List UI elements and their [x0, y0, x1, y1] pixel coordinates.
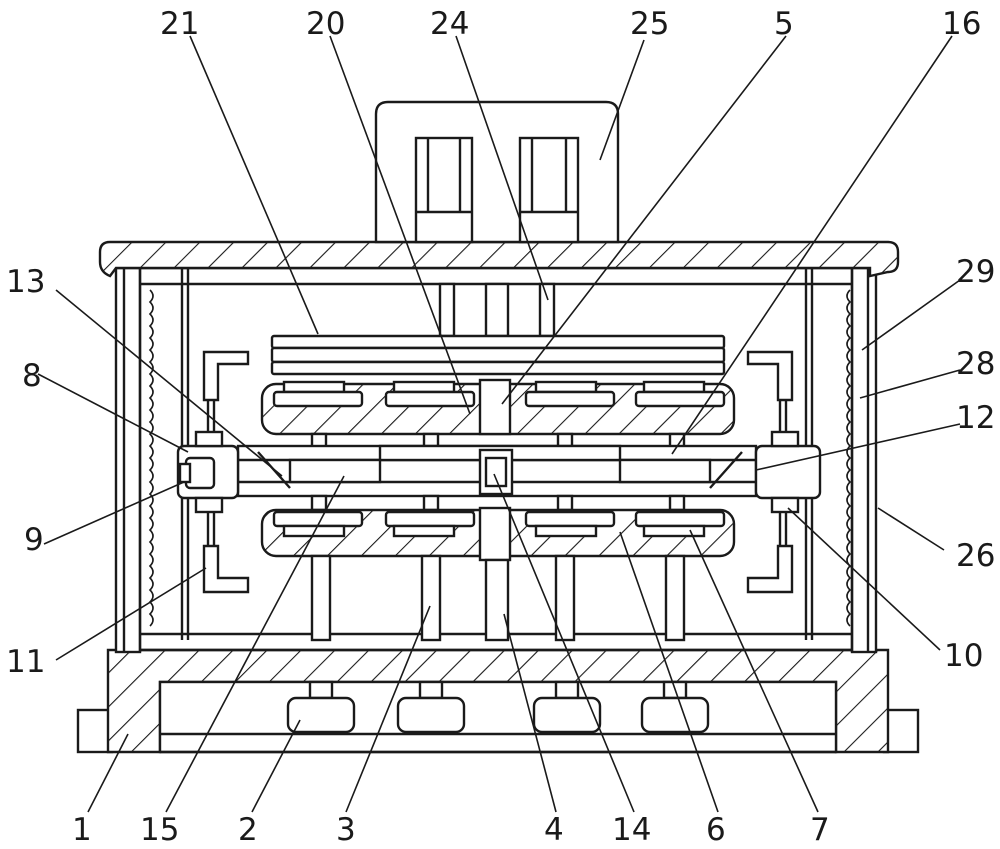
label-26: 26: [956, 538, 995, 574]
label-numbers: 21 20 24 25 5 16 13 29 28 8 12 9 26 11 1…: [6, 6, 995, 848]
label-13: 13: [6, 264, 45, 300]
lower-bar: [260, 494, 736, 562]
label-24: 24: [430, 6, 469, 42]
label-3: 3: [336, 812, 356, 848]
spring-right: [846, 289, 852, 627]
label-12: 12: [956, 400, 995, 436]
label-6: 6: [706, 812, 726, 848]
press-plate: [270, 334, 726, 376]
support-columns: [310, 554, 686, 642]
label-9: 9: [24, 522, 44, 558]
right-clamp: [746, 350, 822, 594]
label-29: 29: [956, 254, 995, 290]
top-motor-housing: [374, 100, 620, 244]
label-1: 1: [72, 812, 92, 848]
label-4: 4: [544, 812, 564, 848]
upper-bar: [260, 378, 736, 450]
base: [76, 648, 920, 754]
label-11: 11: [6, 644, 45, 680]
label-10: 10: [944, 638, 983, 674]
label-16: 16: [942, 6, 981, 42]
top-plate: [98, 240, 900, 278]
label-21: 21: [160, 6, 199, 42]
label-7: 7: [810, 812, 830, 848]
label-14: 14: [612, 812, 651, 848]
left-clamp: [176, 350, 250, 594]
label-20: 20: [306, 6, 345, 42]
label-15: 15: [140, 812, 179, 848]
center-beam: [236, 444, 758, 498]
label-28: 28: [956, 346, 995, 382]
bottom-motors: [286, 680, 710, 734]
label-25: 25: [630, 6, 669, 42]
label-5: 5: [774, 6, 794, 42]
label-2: 2: [238, 812, 258, 848]
leader-lines: [37, 35, 961, 813]
label-8: 8: [22, 358, 42, 394]
spring-left: [148, 289, 154, 627]
top-shafts: [438, 282, 556, 338]
